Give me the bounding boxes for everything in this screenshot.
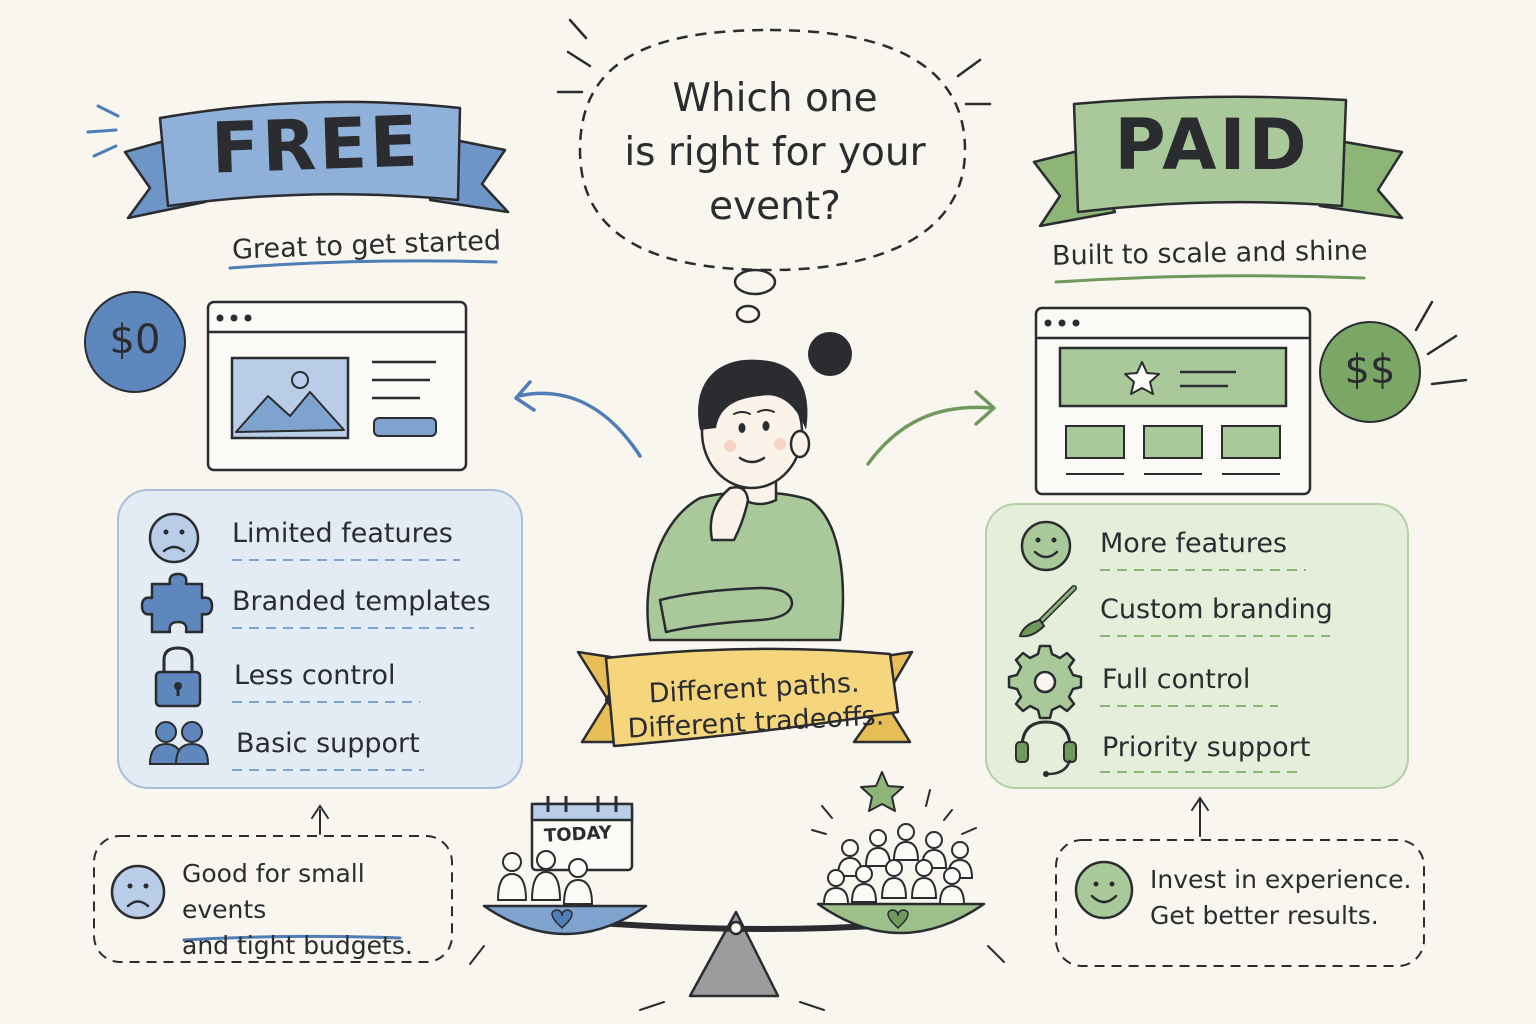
thought-bubble — [556, 18, 992, 324]
paid-price-coin — [1319, 300, 1468, 423]
free-arrow — [516, 391, 642, 458]
free-note-line-2: and tight budgets. — [182, 931, 413, 960]
free-feature-2: Branded templates — [232, 586, 491, 617]
free-note-text: Good for small events and tight budgets. — [182, 856, 444, 964]
padlock-icon — [154, 646, 202, 708]
paid-note-box — [1055, 796, 1425, 967]
star-icon — [860, 771, 904, 812]
tradeoff-banner-text: Different paths. Different tradeoffs. — [618, 665, 891, 747]
question-line-2: is right for your — [624, 130, 926, 175]
paid-note-line-2: Get better results. — [1150, 901, 1379, 930]
free-title: FREE — [209, 100, 423, 190]
paid-title: PAID — [1114, 104, 1310, 186]
paid-feature-3: Full control — [1102, 664, 1251, 695]
free-note-line-1: Good for small events — [182, 859, 365, 924]
paid-note-line-1: Invest in experience. — [1150, 865, 1412, 894]
paid-note-text: Invest in experience. Get better results… — [1150, 862, 1416, 934]
question-line-1: Which one — [672, 76, 878, 121]
sad-face-icon — [148, 512, 200, 564]
free-price-coin — [84, 291, 186, 393]
thinking-person — [646, 332, 852, 642]
free-feature-4: Basic support — [236, 728, 420, 759]
puzzle-piece-icon — [140, 572, 214, 634]
paid-feature-1: More features — [1100, 528, 1288, 559]
free-browser-window — [206, 300, 468, 472]
gear-icon — [1007, 644, 1083, 720]
free-feature-3: Less control — [234, 660, 396, 691]
calendar-label: TODAY — [543, 822, 613, 847]
paid-feature-2: Custom branding — [1100, 594, 1333, 625]
free-feature-1: Limited features — [232, 518, 453, 549]
free-note-box — [93, 804, 453, 963]
paid-feature-4: Priority support — [1102, 732, 1311, 763]
paid-tagline-underline — [1054, 274, 1366, 284]
paid-arrow — [866, 405, 994, 466]
large-crowd-icon — [822, 823, 974, 905]
free-ribbon — [86, 100, 510, 220]
paid-price: $$ — [1344, 347, 1396, 393]
paintbrush-icon — [1018, 585, 1077, 638]
free-feature-panel — [117, 489, 523, 789]
free-tagline-underline — [228, 259, 498, 270]
paid-tagline: Built to scale and shine — [1051, 235, 1368, 272]
balance-scale — [469, 902, 1005, 1011]
tradeoff-banner — [576, 647, 914, 748]
free-price: $0 — [109, 317, 161, 363]
question-line-3: event? — [709, 184, 841, 229]
calendar-icon — [530, 796, 634, 872]
paid-feature-panel — [985, 503, 1409, 789]
paid-ribbon — [1032, 95, 1404, 228]
smile-face-icon — [1020, 520, 1072, 572]
people-icon — [148, 721, 210, 765]
small-crowd-icon — [496, 850, 594, 905]
paid-browser-window — [1034, 306, 1312, 496]
headset-icon — [1015, 720, 1077, 777]
question-text: Which one is right for your event? — [600, 72, 950, 234]
